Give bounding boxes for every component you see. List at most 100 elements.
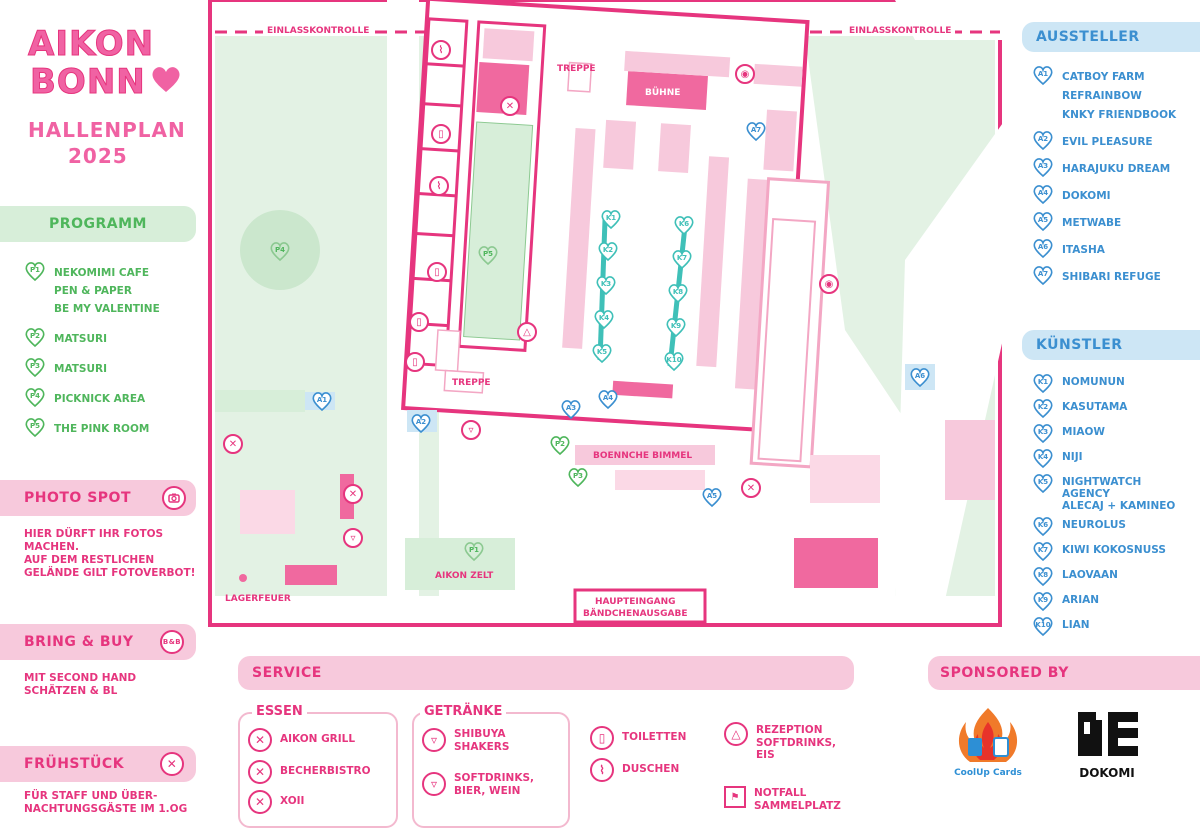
title-aikon: AIKON	[27, 24, 155, 65]
map-toilet-icon: ▯	[427, 262, 447, 282]
programm-heading: PROGRAMM	[0, 206, 196, 242]
lagerfeuer-label: LAGERFEUER	[225, 594, 291, 604]
kuenstler-heart-code: K10	[1035, 621, 1051, 629]
shower-icon: ⌇	[590, 758, 614, 782]
aussteller-heart-icon: A3	[1032, 156, 1054, 178]
fruehstueck-heading-label: FRÜHSTÜCK	[24, 756, 125, 772]
programm-item-label: MATSURI	[54, 360, 107, 378]
fruehstueck-heading: FRÜHSTÜCK ✕	[0, 746, 196, 782]
kuenstler-item-k7: K7 KIWI KOKOSNUSS	[1032, 540, 1166, 562]
programm-heart-icon: P4	[24, 386, 46, 408]
map: EINLASSKONTROLLE EINLASSKONTROLLE TREPPE…	[205, 0, 1005, 640]
kuenstler-heading-label: KÜNSTLER	[1036, 337, 1123, 353]
map-marker-heart-icon: P1	[463, 540, 485, 562]
programm-item-p3: P3 MATSURI	[24, 356, 107, 378]
map-k-heart-code: K8	[672, 288, 684, 296]
map-shower-icon: ⌇	[431, 40, 451, 60]
photo-spot-text1: HIER DÜRFT IHR FOTOS MACHEN.	[24, 528, 164, 553]
map-k-heart-icon: K5	[591, 342, 613, 364]
treppe-bottom-label: TREPPE	[452, 378, 491, 388]
getraenke-item-line: SOFTDRINKS,	[454, 772, 535, 784]
cup-icon: ▿	[422, 772, 446, 796]
programm-heart-code: P1	[29, 266, 40, 274]
map-marker-heart-icon: A3	[560, 398, 582, 420]
map-marker-heart-code: P3	[572, 472, 583, 480]
map-k-heart-icon: K10	[663, 350, 685, 372]
aussteller-item-line: SHIBARI REFUGE	[1062, 271, 1161, 283]
kuenstler-heart-code: K3	[1037, 428, 1049, 436]
sponsored-heading: SPONSORED BY	[928, 656, 1200, 690]
map-marker-heart-code: P4	[274, 246, 285, 254]
aussteller-heart-icon: A4	[1032, 183, 1054, 205]
essen-item-e2: ✕BECHERBISTRO	[248, 760, 371, 784]
map-marker-heart-code: A7	[750, 126, 762, 134]
cutlery-icon: ✕	[248, 760, 272, 784]
photo-spot-text2: AUF DEM RESTLICHEN GELÄNDE GILT FOTOVERB…	[24, 554, 196, 579]
kuenstler-heart-code: K2	[1037, 403, 1049, 411]
kuenstler-item-line: NEUROLUS	[1062, 519, 1126, 531]
cutlery-icon: ✕	[160, 752, 184, 776]
kuenstler-item-label: LIAN	[1062, 619, 1090, 631]
map-k-heart-code: K9	[670, 322, 682, 330]
notfall-label: NOTFALL SAMMELPLATZ	[754, 787, 841, 812]
kuenstler-heart-icon: K6	[1032, 515, 1054, 537]
photo-spot-heading: PHOTO SPOT	[0, 480, 196, 516]
map-k-heart-icon: K4	[593, 308, 615, 330]
kuenstler-item-label: KASUTAMA	[1062, 401, 1127, 413]
aussteller-heart-code: A1	[1037, 70, 1049, 78]
programm-item-line: THE PINK ROOM	[54, 423, 150, 435]
kuenstler-heart-icon: K10	[1032, 615, 1054, 637]
map-marker-heart-code: A3	[565, 404, 577, 412]
aussteller-item-line: CATBOY FARM	[1062, 71, 1145, 83]
map-k-heart-icon: K3	[595, 274, 617, 296]
map-marker-heart-code: A6	[914, 372, 926, 380]
kuenstler-heart-code: K7	[1037, 546, 1049, 554]
map-camera-icon: ◉	[735, 64, 755, 84]
kuenstler-heart-icon: K2	[1032, 397, 1054, 419]
kuenstler-item-line: KASUTAMA	[1062, 401, 1128, 413]
kuenstler-item-k6: K6 NEUROLUS	[1032, 515, 1126, 537]
map-cup-icon: ▿	[343, 528, 363, 548]
aussteller-item-line: KNKY FRIENDBOOK	[1062, 109, 1177, 121]
essen-item-label: AIKON GRILL	[280, 733, 356, 745]
kuenstler-item-k2: K2 KASUTAMA	[1032, 397, 1127, 419]
map-marker-heart-code: P5	[482, 250, 493, 258]
map-cutlery-icon: ✕	[741, 478, 761, 498]
programm-item-label: THE PINK ROOM	[54, 420, 149, 438]
kuenstler-heart-icon: K4	[1032, 447, 1054, 469]
bring-buy-heading: BRING & BUY B&B	[0, 624, 196, 660]
map-shower-icon: ⌇	[429, 176, 449, 196]
aussteller-heart-code: A7	[1037, 270, 1049, 278]
map-marker-heart-icon: A6	[909, 366, 931, 388]
notfall-line2: SAMMELPLATZ	[754, 799, 841, 812]
rezeption-line3: EIS	[756, 749, 775, 761]
bring-buy-heading-label: BRING & BUY	[24, 634, 134, 650]
aussteller-heart-icon: A6	[1032, 237, 1054, 259]
getraenke-item-t2: ▿SOFTDRINKS,BIER, WEIN	[422, 772, 534, 797]
bell-icon: △	[724, 722, 748, 746]
map-k-heart-icon: K7	[671, 248, 693, 270]
essen-box	[238, 712, 398, 828]
map-marker-heart-icon: A2	[410, 412, 432, 434]
map-marker-heart-code: A1	[316, 396, 328, 404]
kuenstler-item-label: ARIAN	[1062, 594, 1099, 606]
bring-buy-icon: B&B	[160, 630, 184, 654]
programm-heart-code: P3	[29, 362, 40, 370]
aussteller-heading-label: AUSSTELLER	[1036, 29, 1140, 45]
photo-spot-heading-label: PHOTO SPOT	[24, 490, 131, 506]
map-marker-heart-icon: P4	[269, 240, 291, 262]
kuenstler-item-k10: K10 LIAN	[1032, 615, 1090, 637]
map-marker-heart-code: P2	[554, 440, 565, 448]
kuenstler-item-line: KIWI KOKOSNUSS	[1062, 544, 1166, 556]
map-camera-icon: ◉	[819, 274, 839, 294]
aussteller-heart-code: A3	[1037, 162, 1049, 170]
baendchen-label: BÄNDCHENAUSGABE	[583, 609, 688, 619]
duschen-item: ⌇ DUSCHEN	[590, 758, 679, 782]
